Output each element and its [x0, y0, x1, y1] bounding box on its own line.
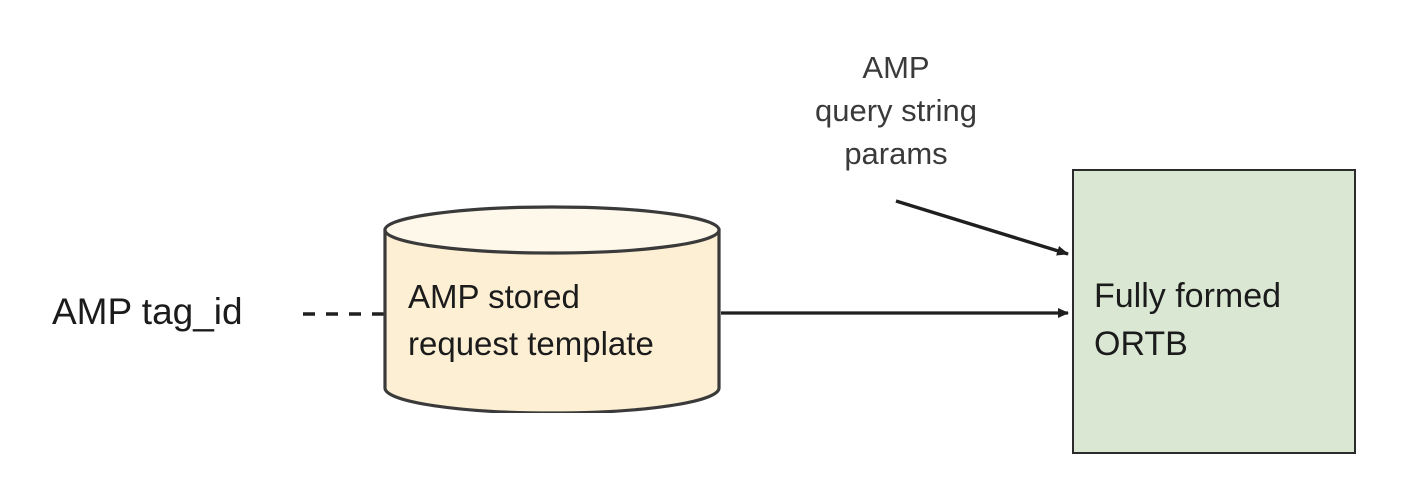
green-box-label-line-1: Fully formed — [1094, 277, 1282, 315]
cylinder-label-line-2: request template — [408, 325, 654, 362]
node-amp-stored-request-template: AMP stored request template — [382, 205, 722, 413]
edge-params-to-ortb — [895, 199, 1069, 256]
node-fully-formed-ortb: Fully formed ORTB — [1072, 169, 1356, 454]
node-amp-tag-id: AMP tag_id — [52, 291, 243, 332]
green-box-label-line-2: ORTB — [1094, 325, 1188, 363]
cylinder-label: AMP stored request template — [408, 273, 708, 367]
cylinder-top-ellipse — [383, 205, 721, 255]
green-box-label: Fully formed ORTB — [1094, 272, 1354, 368]
annotation-line-3: params — [844, 136, 948, 171]
annotation-line-2: query string — [815, 93, 977, 128]
cylinder-label-line-1: AMP stored — [408, 278, 580, 315]
annotation-line-1: AMP — [862, 50, 930, 85]
node-amp-query-string-params: AMP query string params — [785, 46, 1007, 175]
